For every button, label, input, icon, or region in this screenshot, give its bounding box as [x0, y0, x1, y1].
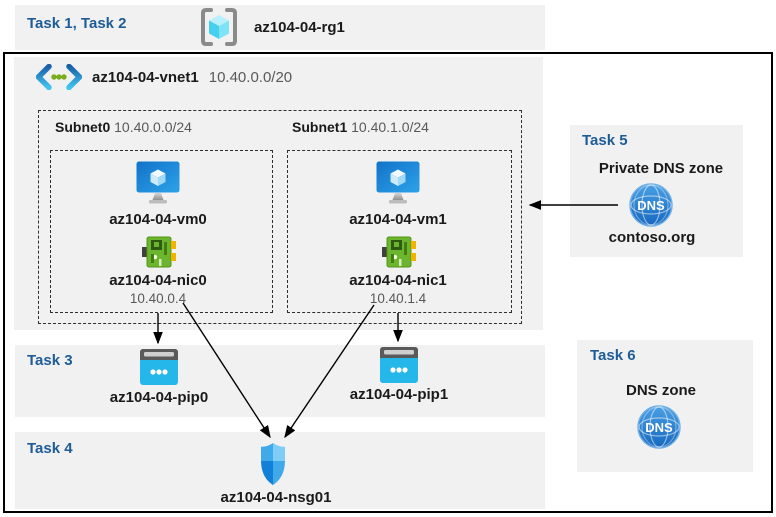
vm0-box	[50, 150, 273, 313]
pip0-icon	[140, 349, 178, 385]
subnet0-cidr: 10.40.0.0/24	[114, 119, 192, 135]
vnet-cidr: 10.40.0.0/20	[208, 68, 293, 86]
vm1-box	[287, 150, 512, 313]
task12-label: Task 1, Task 2	[27, 15, 127, 32]
pip1-icon	[380, 347, 418, 383]
vm0-icon	[136, 161, 180, 204]
subnet0-name: Subnet0	[55, 119, 111, 135]
pip1-name: az104-04-pip1	[349, 386, 449, 403]
subnet0-label: Subnet0 10.40.0.0/24	[55, 119, 192, 135]
private-dns-icon: DNS	[629, 183, 673, 227]
dns-zone-title: DNS zone	[625, 382, 697, 399]
task12-band	[15, 5, 545, 50]
nsg-name: az104-04-nsg01	[220, 489, 332, 506]
subnet1-label: Subnet1 10.40.1.0/24	[292, 119, 429, 135]
private-dns-zone-title: Private DNS zone	[598, 160, 724, 177]
dns-zone-icon: DNS	[637, 405, 681, 449]
subnet1-name: Subnet1	[292, 119, 348, 135]
pip0-name: az104-04-pip0	[109, 389, 209, 406]
nic1-icon	[382, 236, 416, 268]
nic0-name: az104-04-nic0	[109, 272, 207, 289]
private-dns-icon-text: DNS	[637, 198, 665, 213]
subnets-container	[38, 110, 522, 324]
task4-label: Task 4	[27, 440, 73, 457]
nic1-name: az104-04-nic1	[349, 272, 447, 289]
vnet-icon	[36, 64, 82, 90]
diagram-frame	[3, 52, 773, 513]
vm1-icon	[376, 161, 420, 204]
nic0-ip: 10.40.0.4	[129, 291, 187, 306]
task5-label: Task 5	[582, 132, 628, 149]
nsg-icon	[261, 443, 285, 485]
resource-group-icon	[196, 7, 242, 47]
vm1-name: az104-04-vm1	[349, 211, 447, 228]
vnet-area	[14, 57, 543, 330]
resource-group-name: az104-04-rg1	[254, 18, 345, 36]
dns-zone-icon-text: DNS	[645, 420, 673, 435]
vnet-name: az104-04-vnet1	[92, 68, 199, 86]
vm0-name: az104-04-vm0	[109, 211, 207, 228]
task3-band	[15, 345, 545, 417]
private-dns-zone-name: contoso.org	[608, 229, 696, 246]
nic1-ip: 10.40.1.4	[369, 291, 427, 306]
task6-label: Task 6	[590, 347, 636, 364]
task6-box	[577, 340, 753, 472]
task3-label: Task 3	[27, 352, 73, 369]
vnet-title: az104-04-vnet1 10.40.0.0/20	[36, 64, 292, 90]
nic0-icon	[142, 236, 176, 268]
subnet1-cidr: 10.40.1.0/24	[351, 119, 429, 135]
